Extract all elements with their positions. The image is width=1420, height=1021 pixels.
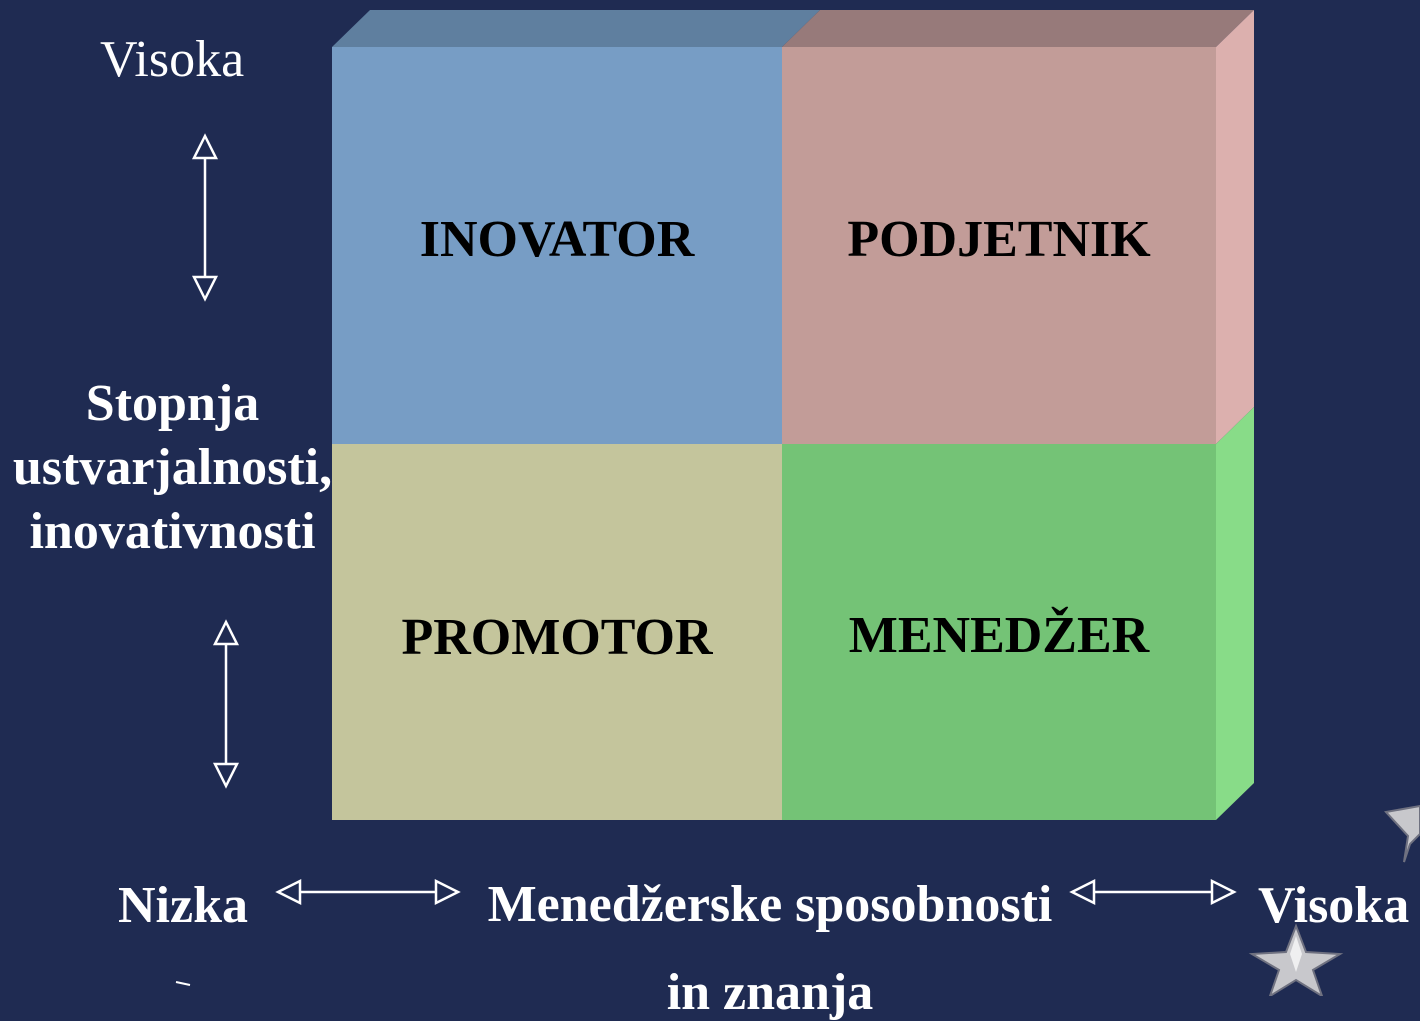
y-axis-title: Stopnja ustvarjalnosti, inovativnosti <box>0 372 345 564</box>
quadrant-label-menedzer: MENEDŽER <box>848 607 1150 664</box>
matrix-box <box>332 10 1254 820</box>
star-icon <box>1248 923 1344 996</box>
x-axis-high-label: Visoka <box>1258 877 1410 934</box>
x-axis-title: Menedžerske sposobnosti in znanja <box>460 878 1080 1020</box>
arrows-layer <box>191 133 1237 906</box>
horizontal-arrow-left-icon <box>275 878 461 906</box>
x-axis-low-label: Nizka <box>118 877 248 934</box>
y-axis-high-label: Visoka <box>100 31 245 88</box>
top-face-right <box>782 10 1254 47</box>
quadrant-label-podjetnik: PODJETNIK <box>847 211 1151 268</box>
quadrant-label-inovator: INOVATOR <box>419 211 695 268</box>
quadrant-promotor <box>332 444 782 820</box>
quadrant-inovator <box>332 47 782 444</box>
quadrant-label-promotor: PROMOTOR <box>401 609 713 666</box>
vertical-arrow-upper-icon <box>191 133 219 302</box>
y-axis-title-line: Stopnja <box>85 375 260 432</box>
stars-decoration <box>175 804 1420 996</box>
x-axis-title-line: Menedžerske sposobnosti <box>487 876 1053 933</box>
side-face-top <box>1216 10 1254 444</box>
star-icon <box>1384 804 1420 863</box>
top-face-left <box>332 10 820 47</box>
decorative-dash <box>175 981 191 986</box>
vertical-arrow-lower-icon <box>212 619 240 789</box>
horizontal-arrow-right-icon <box>1069 878 1237 906</box>
quadrant-podjetnik <box>782 47 1216 444</box>
quadrant-menedzer <box>782 444 1216 820</box>
y-axis-title-line: inovativnosti <box>29 503 316 560</box>
side-face-bottom <box>1216 407 1254 820</box>
y-axis-title-line: ustvarjalnosti, <box>12 439 333 496</box>
x-axis-title-line: in znanja <box>666 964 874 1021</box>
